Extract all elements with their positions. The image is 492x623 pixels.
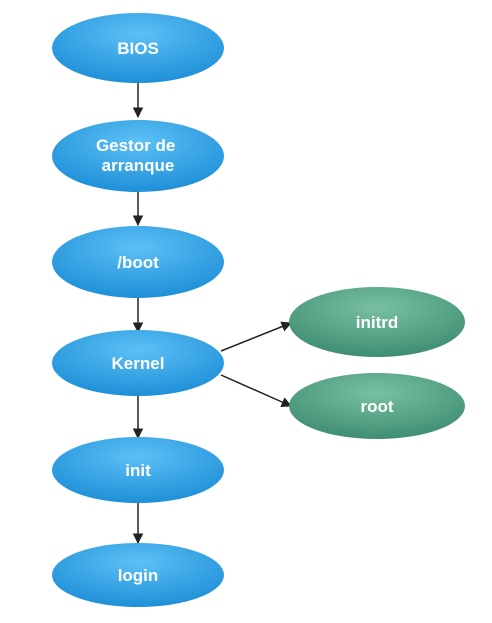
node-init: init (52, 437, 224, 503)
node-initrd-shape (289, 287, 465, 357)
node-bios-shape (52, 13, 224, 83)
node-bootloader-label-line-1: Gestor de (96, 136, 175, 155)
node-login-shape (52, 543, 224, 607)
node-boot-shape (52, 226, 224, 298)
node-kernel-shape (52, 330, 224, 396)
node-bios: BIOS (52, 13, 224, 83)
node-bootloader-label: Gestor de arranque (96, 136, 180, 175)
node-init-label: init (125, 461, 151, 480)
node-root-shape (289, 373, 465, 439)
node-root-label: root (360, 397, 393, 416)
edge-kernel-initrd (220, 321, 292, 352)
node-login-label: login (118, 566, 159, 585)
node-login: login (52, 543, 224, 607)
edge-kernel-root (220, 374, 292, 407)
node-root: root (289, 373, 465, 439)
node-init-shape (52, 437, 224, 503)
node-bios-label: BIOS (117, 39, 159, 58)
node-boot: /boot (52, 226, 224, 298)
node-initrd: initrd (289, 287, 465, 357)
node-kernel-label: Kernel (112, 354, 165, 373)
node-bootloader: Gestor de arranque (52, 120, 224, 192)
node-bootloader-label-line-2: arranque (102, 156, 175, 175)
node-bootloader-shape (52, 120, 224, 192)
edges (132, 83, 292, 545)
node-kernel: Kernel (52, 330, 224, 396)
node-boot-label: /boot (117, 253, 159, 272)
node-initrd-label: initrd (356, 313, 399, 332)
